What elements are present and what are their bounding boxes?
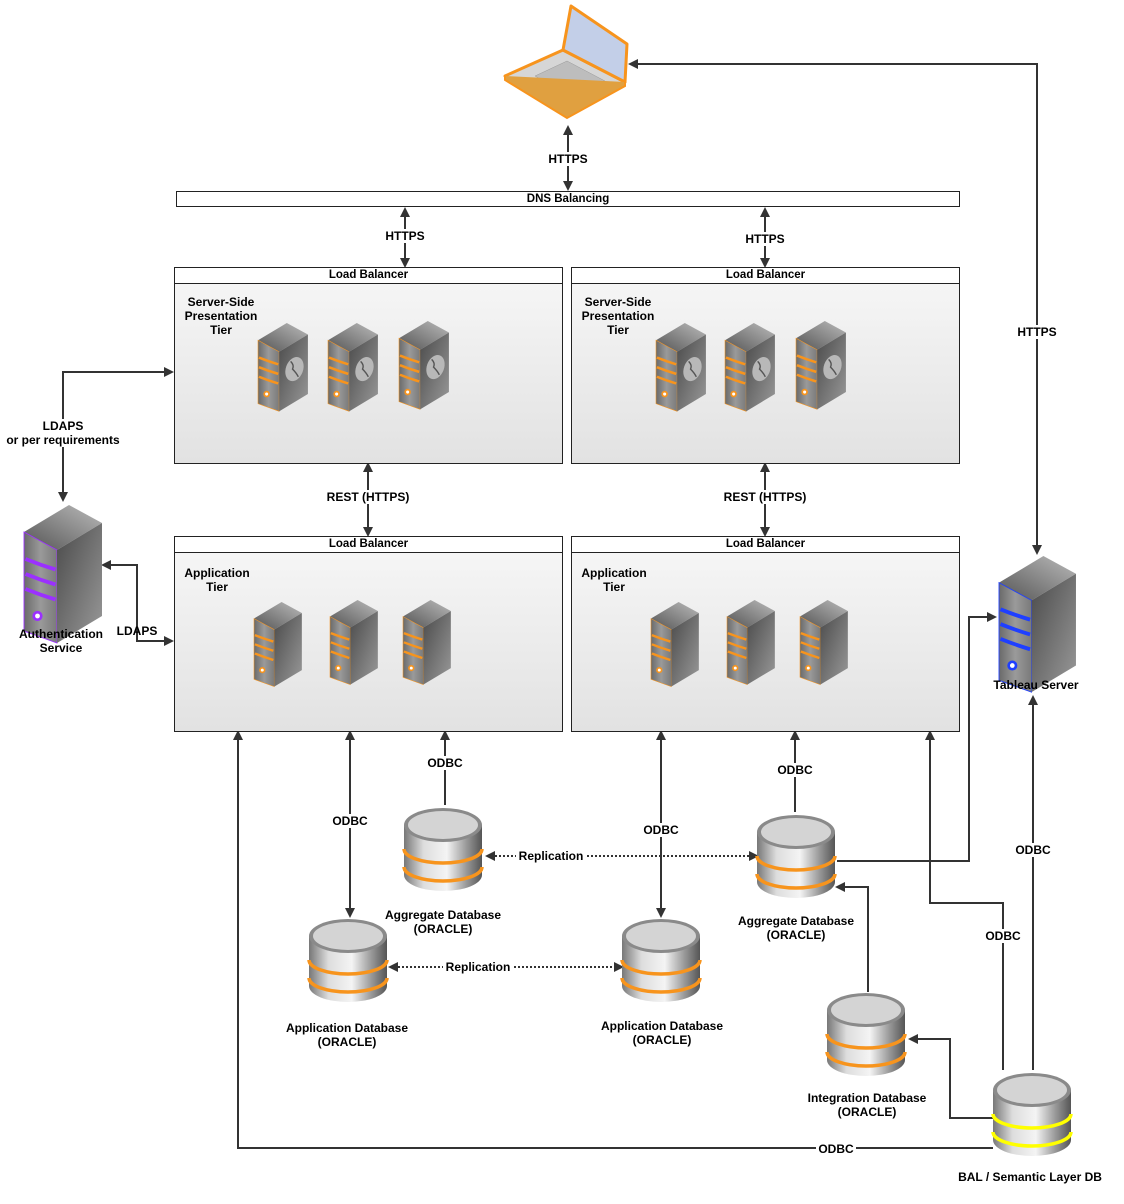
link-bal-integration bbox=[908, 1034, 993, 1119]
load-balancer-header: Load Balancer bbox=[572, 537, 959, 553]
link-client-tableau bbox=[628, 59, 1042, 555]
label-odbc-bal-right-app: ODBC bbox=[983, 929, 1023, 943]
right-application-tier-panel: Load Balancer Application Tier bbox=[571, 536, 960, 732]
label-odbc-left-aggdb: ODBC bbox=[425, 756, 465, 770]
tableau-server-label: Tableau Server bbox=[993, 678, 1079, 692]
tier-title: Server-Side Presentation Tier bbox=[581, 295, 655, 337]
bal-semantic-db-label: BAL / Semantic Layer DB bbox=[958, 1170, 1102, 1184]
tier-title: Application Tier bbox=[581, 566, 647, 594]
load-balancer-header: Load Balancer bbox=[175, 268, 562, 284]
label-odbc-bal-left-app: ODBC bbox=[816, 1142, 856, 1156]
link-odbc-bal-right-app bbox=[925, 730, 1004, 1070]
link-ldaps-presentation bbox=[58, 367, 174, 502]
right-application-db-label: Application Database(ORACLE) bbox=[600, 1019, 724, 1047]
left-application-db-label: Application Database(ORACLE) bbox=[285, 1021, 409, 1049]
label-rest-right: REST (HTTPS) bbox=[720, 490, 810, 504]
left-presentation-tier-panel: Load Balancer Server-Side Presentation T… bbox=[174, 267, 563, 464]
laptop-icon bbox=[503, 4, 629, 120]
label-odbc-bal-tableau: ODBC bbox=[1013, 843, 1053, 857]
link-odbc-bal-left-app bbox=[233, 730, 993, 1149]
label-odbc-right-aggdb: ODBC bbox=[775, 763, 815, 777]
auth-service-label: Authentication Service bbox=[19, 627, 103, 655]
link-ldaps-app bbox=[101, 560, 174, 646]
label-https-client: HTTPS bbox=[545, 152, 591, 166]
right-presentation-tier-panel: Load Balancer Server-Side Presentation T… bbox=[571, 267, 960, 464]
label-https-dns-left: HTTPS bbox=[382, 229, 428, 243]
label-rest-left: REST (HTTPS) bbox=[323, 490, 413, 504]
label-odbc-right-appdb: ODBC bbox=[641, 823, 681, 837]
left-aggregate-db-label: Aggregate Database(ORACLE) bbox=[384, 908, 502, 936]
label-ldaps-presentation: LDAPS or per requirements bbox=[2, 419, 124, 447]
integration-db-label: Integration Database(ORACLE) bbox=[807, 1091, 927, 1119]
label-ldaps-app: LDAPS bbox=[116, 624, 158, 638]
label-https-dns-right: HTTPS bbox=[742, 232, 788, 246]
link-aggdb-tableau bbox=[837, 612, 997, 862]
load-balancer-header: Load Balancer bbox=[572, 268, 959, 284]
left-application-tier-panel: Load Balancer Application Tier bbox=[174, 536, 563, 732]
dns-balancing-bar: DNS Balancing bbox=[176, 191, 960, 207]
label-replication-agg: Replication bbox=[516, 849, 586, 863]
label-replication-app: Replication bbox=[443, 960, 513, 974]
right-aggregate-db-label: Aggregate Database(ORACLE) bbox=[737, 914, 855, 942]
link-integration-aggdb bbox=[835, 882, 869, 992]
load-balancer-header: Load Balancer bbox=[175, 537, 562, 553]
tier-title: Application Tier bbox=[184, 566, 250, 594]
label-https-tableau: HTTPS bbox=[1014, 325, 1060, 339]
tier-title: Server-Side Presentation Tier bbox=[184, 295, 258, 337]
label-odbc-left-appdb: ODBC bbox=[330, 814, 370, 828]
